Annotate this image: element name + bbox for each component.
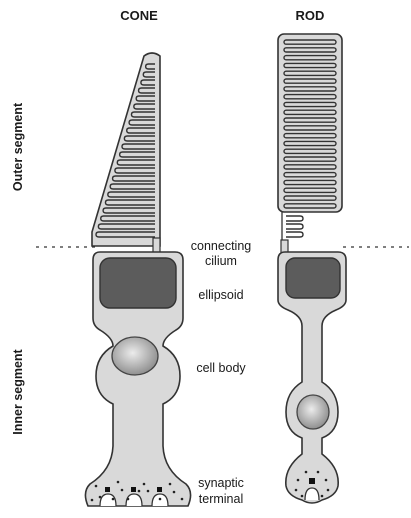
- rod-lower-fold: [286, 232, 303, 237]
- cone-cell: [85, 53, 190, 506]
- synaptic-vesicle: [327, 489, 330, 492]
- synaptic-vesicle: [325, 479, 328, 482]
- cone-ellipsoid: [100, 258, 176, 308]
- connecting-cilium-label-line1: connecting: [191, 239, 252, 253]
- rod-ellipsoid: [286, 258, 340, 298]
- synaptic-vesicle: [143, 483, 146, 486]
- synaptic-vesicle: [317, 471, 320, 474]
- cone-header: CONE: [120, 8, 158, 23]
- synaptic-vesicle: [159, 498, 162, 501]
- connecting-cilium-label-line2: cilium: [205, 254, 237, 268]
- rod-nucleus: [297, 395, 329, 429]
- synaptic-terminal-label-line2: terminal: [199, 492, 243, 506]
- synaptic-vesicle: [169, 483, 172, 486]
- synaptic-vesicle: [173, 491, 176, 494]
- outer-segment-label: Outer segment: [11, 102, 25, 191]
- synaptic-vesicle: [301, 495, 304, 498]
- rod-lower-fold: [286, 216, 303, 221]
- synaptic-vesicle: [295, 489, 298, 492]
- synaptic-vesicle: [321, 495, 324, 498]
- cone-nucleus: [112, 337, 158, 375]
- rod-lower-fold: [286, 224, 303, 229]
- synaptic-vesicle: [112, 498, 115, 501]
- rod-cell: [278, 34, 346, 503]
- synaptic-vesicle: [117, 481, 120, 484]
- synaptic-terminal-label-line1: synaptic: [198, 476, 244, 490]
- rod-outer-segment: [278, 34, 342, 212]
- synaptic-vesicle: [138, 490, 141, 493]
- synaptic-vesicle: [297, 479, 300, 482]
- synaptic-vesicle: [181, 498, 184, 501]
- synaptic-vesicle: [147, 490, 150, 493]
- synaptic-vesicle: [121, 489, 124, 492]
- synaptic-vesicle: [305, 471, 308, 474]
- synaptic-vesicle: [91, 499, 94, 502]
- cell-body-label: cell body: [196, 361, 246, 375]
- inner-segment-label: Inner segment: [11, 348, 25, 434]
- rod-header: ROD: [296, 8, 325, 23]
- ellipsoid-label: ellipsoid: [198, 288, 243, 302]
- synaptic-vesicle: [127, 498, 130, 501]
- synaptic-vesicle: [99, 496, 102, 499]
- synaptic-vesicle: [95, 485, 98, 488]
